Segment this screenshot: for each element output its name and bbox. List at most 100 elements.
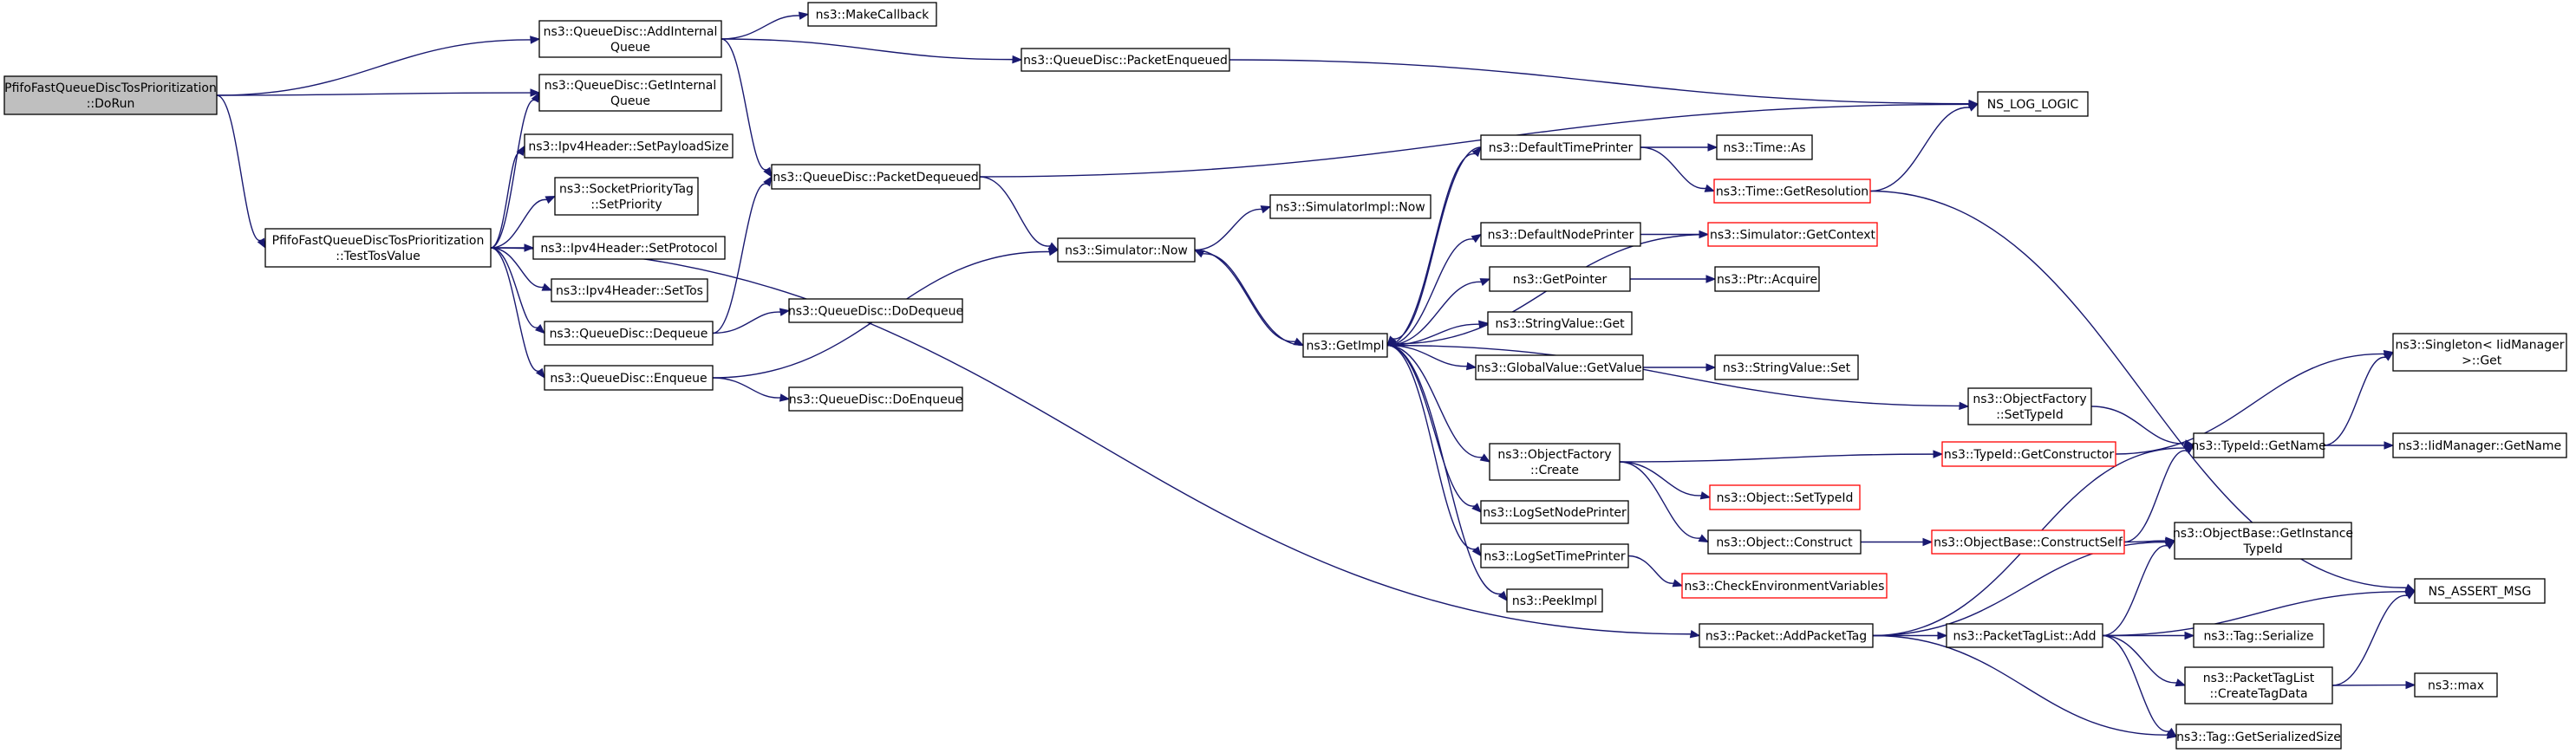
node-objconstruct[interactable]: ns3::Object::Construct <box>1707 529 1862 555</box>
node-label-dodequeue-0: ns3::QueueDisc::DoDequeue <box>788 305 963 319</box>
arrowhead-root-to-getinternal <box>530 88 541 97</box>
edge-getimpl-to-defnode <box>1386 238 1474 347</box>
node-label-addinternal-1: Queue <box>610 41 650 55</box>
node-box-typeidname <box>2193 432 2325 458</box>
node-enqueue[interactable]: ns3::QueueDisc::Enqueue <box>544 365 714 391</box>
edge-ofcreate-to-objsettypeid <box>1619 461 1702 497</box>
node-defnode[interactable]: ns3::DefaultNodePrinter <box>1480 222 1641 247</box>
node-root[interactable]: PfifoFastQueueDiscTosPrioritization::DoR… <box>3 75 218 115</box>
node-label-getctor-0: ns3::TypeId::GetConstructor <box>1944 448 2114 462</box>
edge-timeres-to-loglogic <box>1869 107 1970 192</box>
node-box-logsetnode <box>1480 500 1629 524</box>
node-label-stringset-0: ns3::StringValue::Set <box>1723 361 1851 375</box>
node-box-timeas <box>1716 134 1813 160</box>
node-getcontext[interactable]: ns3::Simulator::GetContext <box>1707 222 1878 247</box>
edge-ofcreate-to-getctor <box>1619 453 1934 463</box>
node-label-iidname-0: ns3::IidManager::GetName <box>2398 439 2561 453</box>
node-testtos[interactable]: PfifoFastQueueDiscTosPrioritization::Tes… <box>264 228 492 268</box>
node-ptracquire[interactable]: ns3::Ptr::Acquire <box>1714 266 1820 292</box>
node-constructself[interactable]: ns3::ObjectBase::ConstructSelf <box>1931 529 2125 555</box>
edge-getimpl-to-globalget <box>1386 344 1468 367</box>
node-box-objsettypeid <box>1709 484 1861 510</box>
node-logsetnode[interactable]: ns3::LogSetNodePrinter <box>1480 500 1629 524</box>
node-timeres[interactable]: ns3::Time::GetResolution <box>1713 179 1871 204</box>
node-label-ptracquire-0: ns3::Ptr::Acquire <box>1717 273 1817 287</box>
node-dodequeue[interactable]: ns3::QueueDisc::DoDequeue <box>788 298 963 323</box>
node-checkenv[interactable]: ns3::CheckEnvironmentVariables <box>1681 573 1888 599</box>
edge-getimpl-to-deftime <box>1386 153 1476 347</box>
node-simimplnow[interactable]: ns3::SimulatorImpl::Now <box>1269 194 1431 219</box>
node-ptladd[interactable]: ns3::PacketTagList::Add <box>1946 623 2103 648</box>
node-tagserialize[interactable]: ns3::Tag::Serialize <box>2193 623 2325 648</box>
arrowhead-deftime-to-timeres <box>1704 184 1716 192</box>
node-settos[interactable]: ns3::Ipv4Header::SetTos <box>551 278 708 302</box>
node-box-loglogic <box>1977 91 2089 117</box>
node-assertmsg[interactable]: NS_ASSERT_MSG <box>2414 578 2546 604</box>
node-label-settypeid-1: ::SetTypeId <box>1996 408 2064 422</box>
node-box-enqueue <box>544 365 714 391</box>
edge-getimpl-to-settypeid <box>1386 344 1960 407</box>
node-box-logsettime <box>1480 543 1629 568</box>
node-typeidname[interactable]: ns3::TypeId::GetName <box>2191 432 2326 458</box>
node-label-peekimpl-0: ns3::PeekImpl <box>1512 594 1597 608</box>
node-loglogic[interactable]: NS_LOG_LOGIC <box>1977 91 2089 117</box>
arrowhead-getimpl-to-logsetnode <box>1471 503 1482 513</box>
node-box-getinternal <box>538 74 722 112</box>
edge-testtos-to-setpayload <box>490 153 521 249</box>
node-setproto[interactable]: ns3::Ipv4Header::SetProtocol <box>532 236 726 260</box>
node-peekimpl[interactable]: ns3::PeekImpl <box>1506 588 1603 613</box>
node-label-ptladd-0: ns3::PacketTagList::Add <box>1953 630 2096 644</box>
edge-simnow-to-getimpl <box>1194 249 1296 342</box>
arrowhead-typeidname-to-singleton <box>2383 351 2395 361</box>
node-box-getimpl <box>1302 333 1388 358</box>
node-setpayload[interactable]: ns3::Ipv4Header::SetPayloadSize <box>524 133 734 159</box>
node-label-getimpl-0: ns3::GetImpl <box>1306 340 1384 354</box>
node-iidname[interactable]: ns3::IidManager::GetName <box>2392 432 2567 458</box>
node-getpointer[interactable]: ns3::GetPointer <box>1489 266 1631 292</box>
node-box-setproto <box>532 236 726 260</box>
node-sockprio[interactable]: ns3::SocketPriorityTag::SetPriority <box>554 177 699 216</box>
node-logsettime[interactable]: ns3::LogSetTimePrinter <box>1480 543 1629 568</box>
arrowhead-getimpl-to-settypeid <box>1959 401 1970 411</box>
node-objsettypeid[interactable]: ns3::Object::SetTypeId <box>1709 484 1861 510</box>
node-pktdeq[interactable]: ns3::QueueDisc::PacketDequeued <box>771 164 981 190</box>
node-label-enqueue-0: ns3::QueueDisc::Enqueue <box>550 372 707 386</box>
node-getctor[interactable]: ns3::TypeId::GetConstructor <box>1941 441 2116 467</box>
node-getimpl[interactable]: ns3::GetImpl <box>1302 333 1388 358</box>
node-box-globalget <box>1475 354 1644 380</box>
node-stringget[interactable]: ns3::StringValue::Get <box>1487 311 1633 335</box>
node-max[interactable]: ns3::max <box>2414 672 2498 698</box>
node-box-max <box>2414 672 2498 698</box>
node-label-pktdeq-0: ns3::QueueDisc::PacketDequeued <box>773 171 979 185</box>
node-stringset[interactable]: ns3::StringValue::Set <box>1714 354 1859 380</box>
node-createtagdata[interactable]: ns3::PacketTagList::CreateTagData <box>2184 666 2333 704</box>
node-makecallback[interactable]: ns3::MakeCallback <box>807 2 937 27</box>
node-dequeue[interactable]: ns3::QueueDisc::Dequeue <box>544 321 714 346</box>
node-label-sockprio-1: ::SetPriority <box>590 198 662 212</box>
node-pktenq[interactable]: ns3::QueueDisc::PacketEnqueued <box>1021 48 1230 72</box>
arrowhead-ptladd-to-getsersize <box>2166 727 2178 737</box>
node-timeas[interactable]: ns3::Time::As <box>1716 134 1813 160</box>
node-addpackettag[interactable]: ns3::Packet::AddPacketTag <box>1699 623 1874 648</box>
edge-getimpl-to-logsettime <box>1386 344 1476 550</box>
edge-deftime-to-getimpl <box>1392 146 1482 340</box>
node-label-deftime-0: ns3::DefaultTimePrinter <box>1489 141 1634 155</box>
node-simnow[interactable]: ns3::Simulator::Now <box>1057 237 1196 263</box>
node-singleton[interactable]: ns3::Singleton< IidManager >::Get <box>2392 333 2567 372</box>
arrowhead-getimpl-to-simnow <box>1193 249 1205 258</box>
arrowhead-getimpl-to-peekimpl <box>1497 590 1508 602</box>
node-label-getsersize-0: ns3::Tag::GetSerializedSize <box>2176 730 2341 744</box>
node-label-max-0: ns3::max <box>2428 679 2484 693</box>
node-globalget[interactable]: ns3::GlobalValue::GetValue <box>1475 354 1644 380</box>
node-doenqueue[interactable]: ns3::QueueDisc::DoEnqueue <box>788 386 963 412</box>
node-label-makecallback-0: ns3::MakeCallback <box>816 9 930 23</box>
node-ofcreate[interactable]: ns3::ObjectFactory::Create <box>1489 443 1621 481</box>
arrowhead-testtos-to-sockprio <box>545 195 557 204</box>
node-getsersize[interactable]: ns3::Tag::GetSerializedSize <box>2175 724 2342 750</box>
node-settypeid[interactable]: ns3::ObjectFactory::SetTypeId <box>1967 387 2092 425</box>
node-deftime[interactable]: ns3::DefaultTimePrinter <box>1480 134 1641 160</box>
